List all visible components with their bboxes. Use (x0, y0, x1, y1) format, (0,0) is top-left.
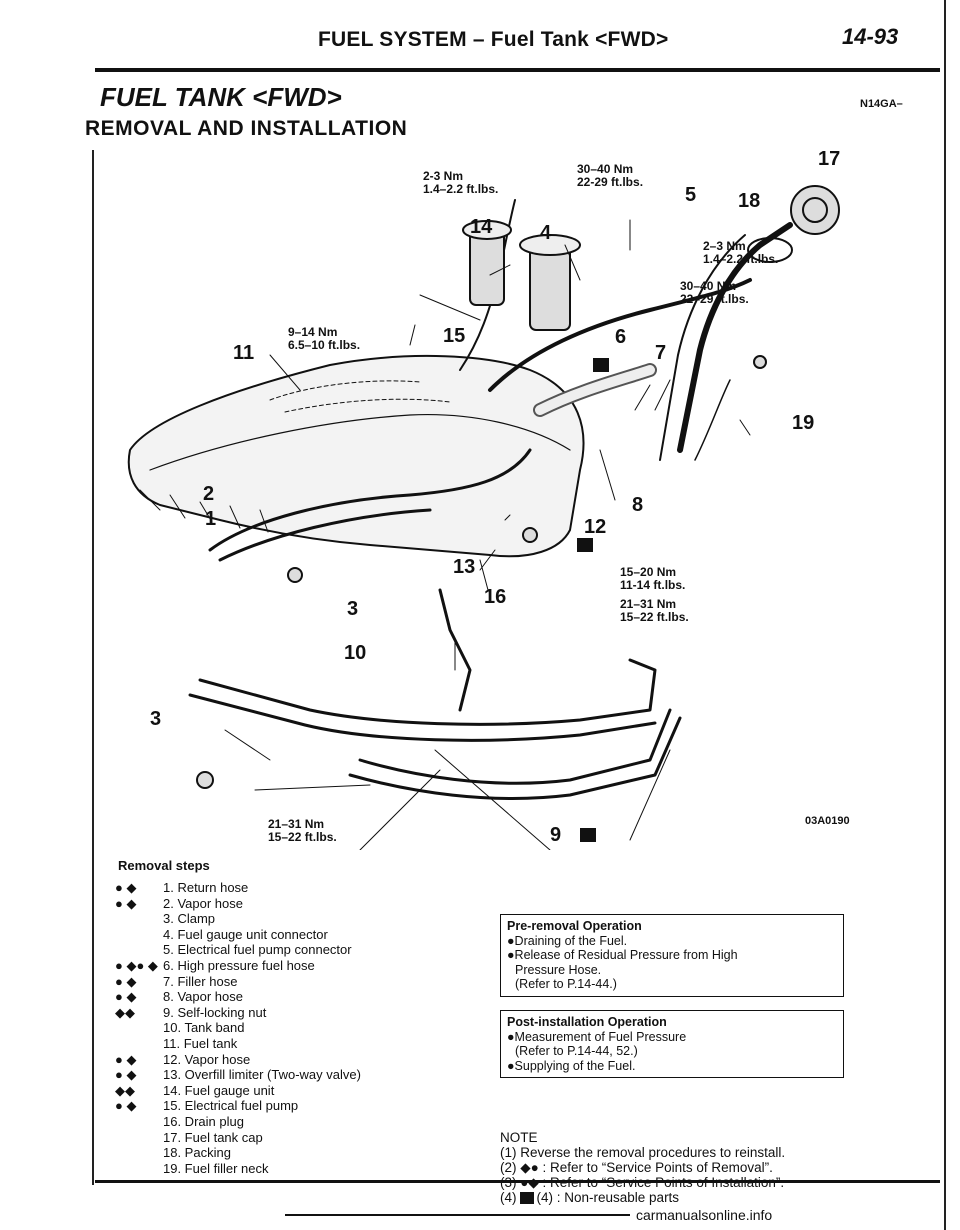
note-non-reusable: (4)(4) : Non-reusable parts (500, 1190, 680, 1205)
list-item: ◆◆14. Fuel gauge unit (115, 1082, 275, 1098)
callout-3: 3 (347, 598, 359, 620)
left-margin-rule (92, 150, 94, 1185)
post-installation-operation-box: Post-installation Operation ●Measurement… (500, 1010, 844, 1078)
list-item: 3. Clamp (163, 911, 216, 927)
list-item: 11. Fuel tank (163, 1035, 238, 1051)
section-title: FUEL TANK <FWD> (100, 82, 342, 112)
list-item: 18. Packing (163, 1145, 231, 1161)
callout-18: 18 (738, 190, 761, 212)
non-reusable-marker-6 (593, 358, 609, 372)
vapor-hose-shape (218, 508, 432, 562)
section-code: N14GA– (860, 98, 903, 110)
pre-removal-title: Pre-removal Operation (507, 919, 642, 933)
list-item: 10. Tank band (163, 1020, 245, 1036)
list-item: ● ◆7. Filler hose (115, 973, 238, 989)
list-item: ● ◆8. Vapor hose (115, 989, 243, 1005)
packing-shape (747, 237, 793, 263)
bottom-rule (95, 1180, 940, 1183)
list-item: ● ◆13. Overfill limiter (Two-way valve) (115, 1067, 361, 1083)
fuel-pump-shape (529, 244, 571, 331)
callout-10: 10 (344, 642, 367, 664)
non-reusable-marker-9 (580, 828, 596, 842)
fuel-tank-cap-shape (790, 185, 840, 235)
note-title: NOTE (500, 1130, 538, 1145)
callout-3b: 3 (150, 708, 162, 730)
callout-13: 13 (453, 556, 476, 578)
page-number: 14-93 (842, 24, 899, 49)
notes: NOTE (1) Reverse the removal procedures … (500, 1130, 786, 1205)
removal-steps-title: Removal steps (118, 858, 210, 873)
list-item: 4. Fuel gauge unit connector (163, 926, 328, 942)
list-item: ● ◆15. Electrical fuel pump (115, 1098, 299, 1114)
non-reusable-icon (519, 1192, 534, 1205)
list-item: 5. Electrical fuel pump connector (163, 942, 352, 958)
header-title: FUEL SYSTEM – Fuel Tank <FWD> (318, 28, 669, 51)
footer-watermark: carmanualsonline.info (636, 1207, 773, 1223)
callout-8: 8 (632, 494, 644, 516)
callout-4: 4 (540, 222, 552, 244)
callout-19: 19 (792, 412, 815, 434)
footer-rule (285, 1214, 630, 1216)
section-subtitle: REMOVAL AND INSTALLATION (85, 117, 408, 140)
fuel-tank-shape (127, 354, 585, 558)
callout-2: 2 (203, 483, 215, 505)
tank-band-1-shape (198, 658, 657, 726)
callout-14: 14 (470, 216, 493, 238)
list-item: ● ◆● ◆6. High pressure fuel hose (115, 957, 315, 973)
return-hose-shape (208, 448, 532, 552)
callout-5: 5 (685, 184, 697, 206)
fuel-gauge-shape (469, 229, 505, 306)
header-rule (95, 68, 940, 72)
callout-9: 9 (550, 824, 562, 846)
non-reusable-marker-12 (577, 538, 593, 552)
callout-17: 17 (818, 148, 841, 170)
callout-15: 15 (443, 325, 466, 347)
removal-steps-list: ● ◆1. Return hose ● ◆2. Vapor hose 3. Cl… (115, 880, 361, 1176)
post-installation-title: Post-installation Operation (507, 1015, 667, 1029)
list-item: ◆◆9. Self-locking nut (115, 1004, 267, 1020)
figure-code: 03A0190 (805, 815, 850, 827)
list-item: ● ◆12. Vapor hose (115, 1051, 251, 1067)
callout-16: 16 (484, 586, 507, 608)
callout-7: 7 (655, 342, 667, 364)
list-item: ● ◆2. Vapor hose (115, 895, 243, 911)
tank-band-2-shape (358, 708, 672, 785)
callout-12: 12 (584, 516, 607, 538)
callout-6: 6 (615, 326, 627, 348)
list-item: 16. Drain plug (163, 1113, 244, 1129)
list-item: ● ◆1. Return hose (115, 880, 249, 895)
exploded-view-diagram (127, 185, 840, 850)
list-item: 17. Fuel tank cap (163, 1129, 263, 1145)
list-item: 19. Fuel filler neck (163, 1160, 269, 1176)
filler-neck-shape (677, 222, 793, 453)
pre-removal-operation-box: Pre-removal Operation ●Draining of the F… (500, 914, 844, 997)
right-margin-rule (944, 0, 946, 1230)
callout-11: 11 (233, 342, 255, 364)
callout-1: 1 (205, 508, 217, 530)
